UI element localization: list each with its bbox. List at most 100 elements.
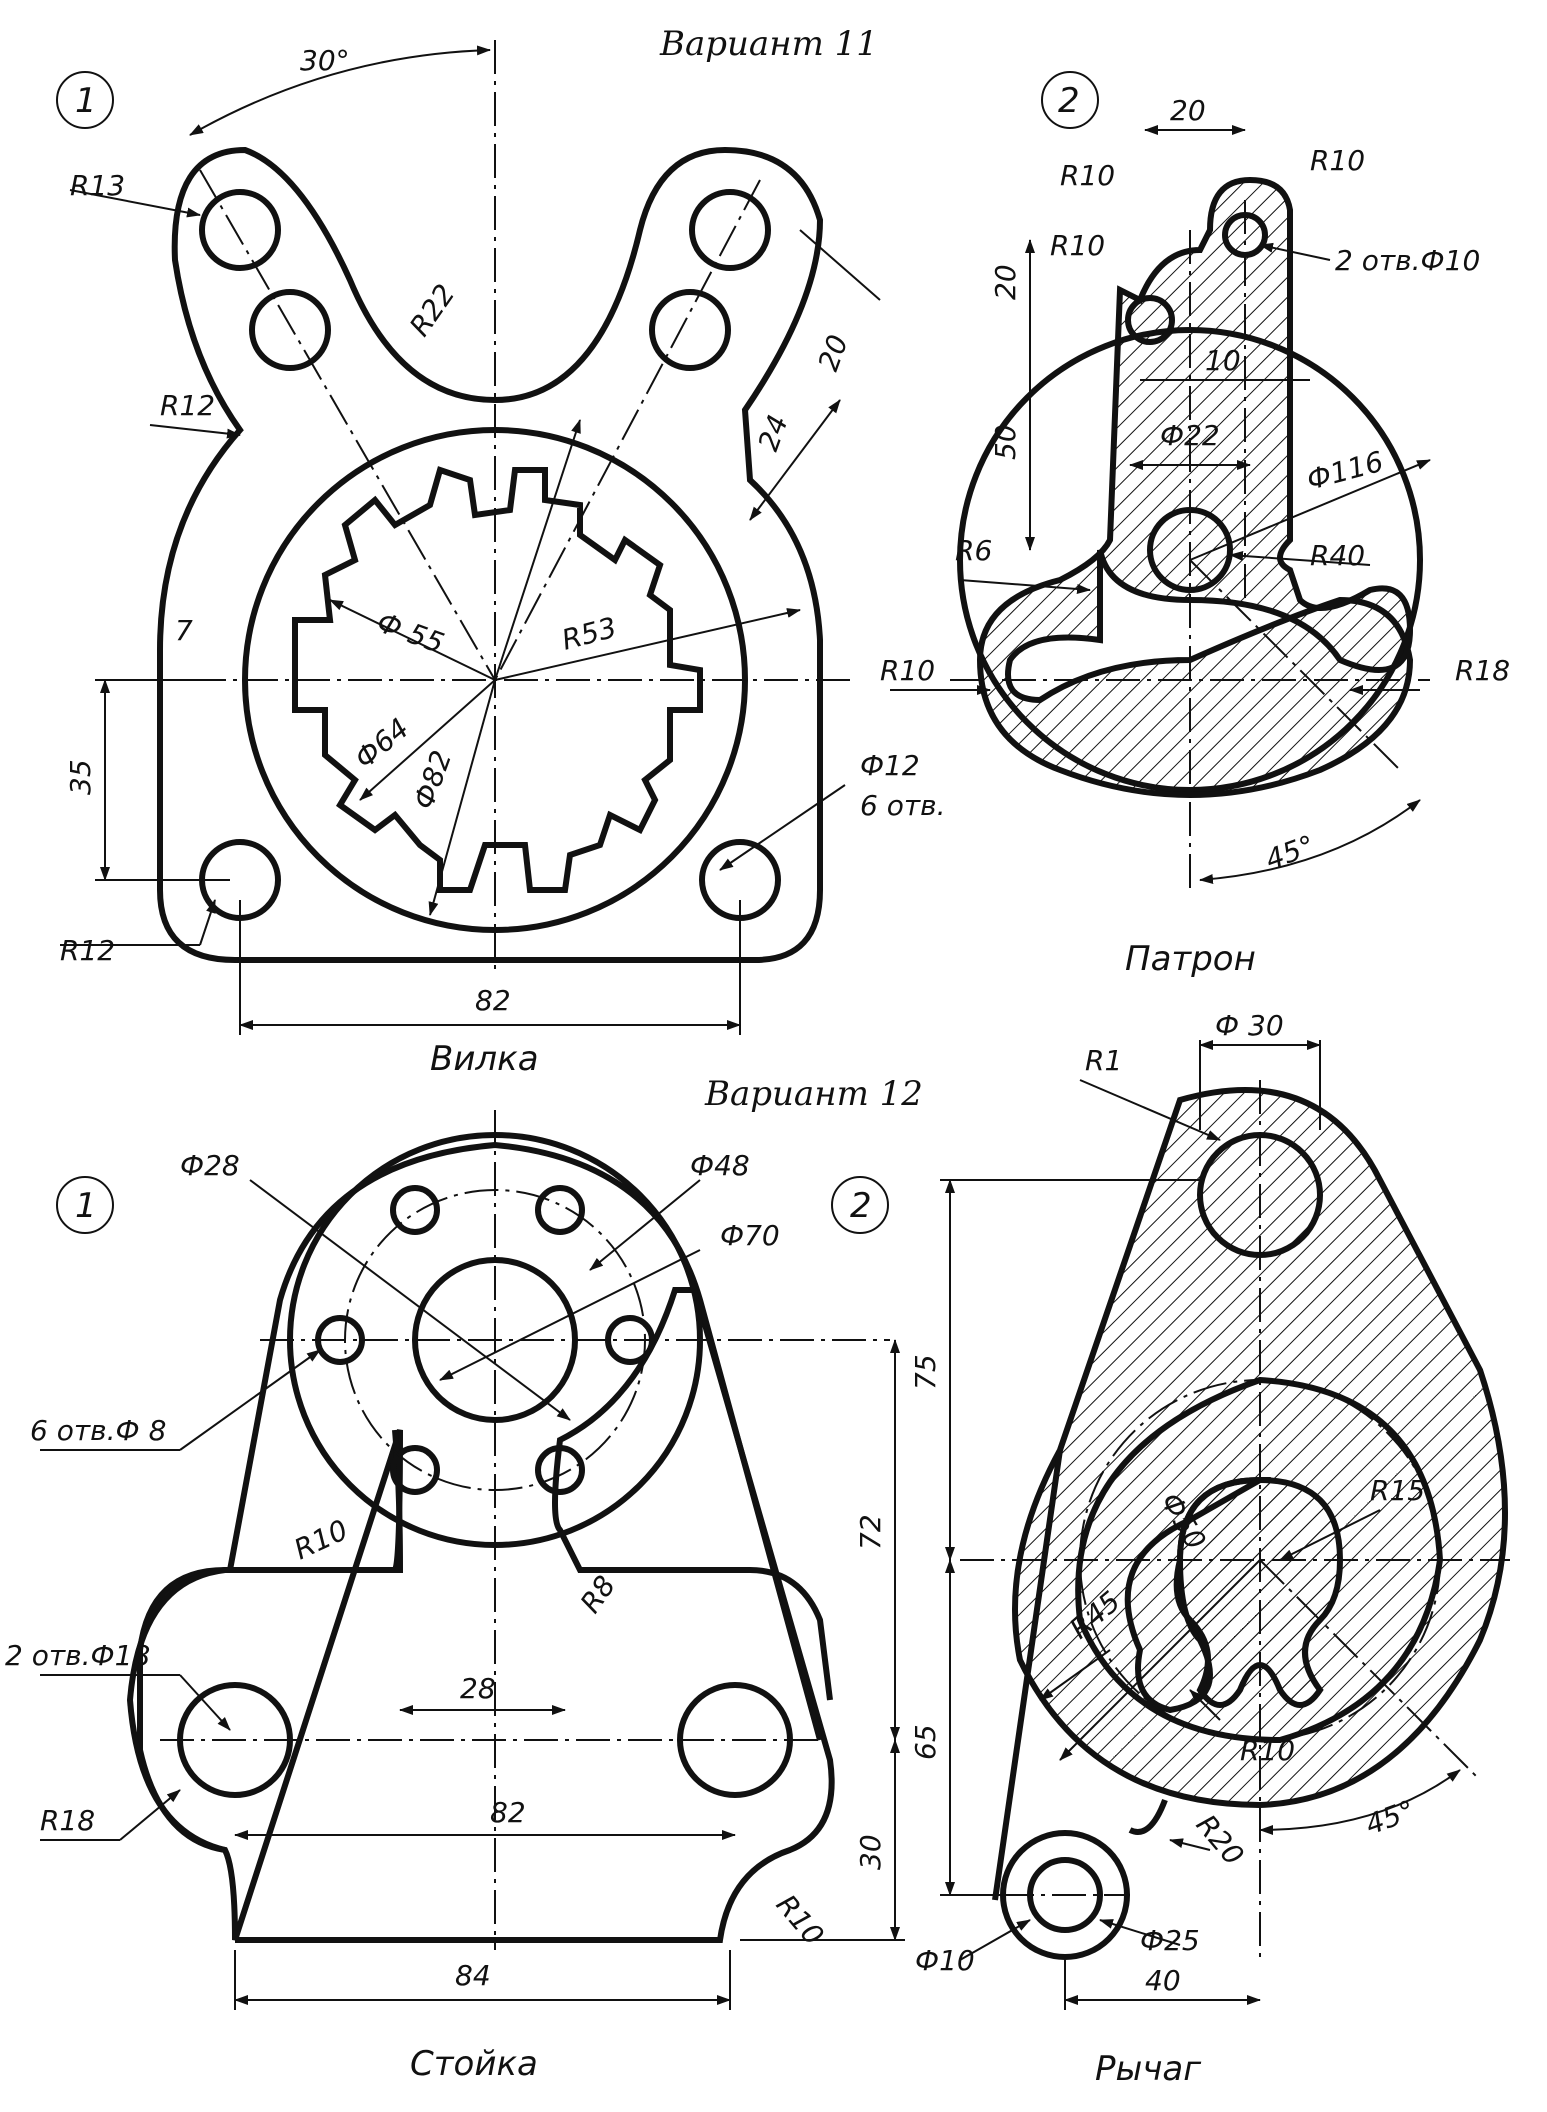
part-number: 2 xyxy=(850,1186,872,1226)
dim-leader xyxy=(1229,550,1371,566)
vilka-hole xyxy=(199,189,281,271)
dim-label: Ф 55 xyxy=(373,606,449,660)
dim-label: Ф25 xyxy=(1140,1924,1200,1957)
dim-leader xyxy=(719,784,846,871)
dim-leader xyxy=(1259,242,1331,261)
dim-label: 30° xyxy=(300,44,350,77)
dim-label: R10 xyxy=(1240,1734,1295,1767)
dim-label: R10 xyxy=(1060,159,1115,192)
part-vilka: 1 30 xyxy=(56,40,946,1079)
vilka-hole xyxy=(649,289,731,371)
dim-label: 72 xyxy=(854,1514,887,1550)
dim-leader xyxy=(249,1179,571,1421)
part-patron: 2 20 R10 R10 R10 2 отв.Ф10 20 10 Ф22 xyxy=(880,71,1510,979)
dim-label: R22 xyxy=(403,278,462,342)
dim-leader xyxy=(359,679,496,801)
variant-title: Вариант 11 xyxy=(659,24,878,64)
dim-leader xyxy=(589,1179,701,1271)
dim-label: 40 xyxy=(1145,1964,1181,1997)
dim-leader xyxy=(149,424,241,439)
angle-dim xyxy=(1199,799,1421,884)
part-number-circle xyxy=(56,1176,114,1234)
centerline xyxy=(199,169,496,681)
dim-label: Ф 30 xyxy=(1215,1009,1284,1042)
stoyka-edge xyxy=(126,1429,404,1853)
stoyka-hole xyxy=(535,1445,585,1495)
part-caption: Стойка xyxy=(410,2044,538,2084)
dim-label: R53 xyxy=(558,611,620,657)
dim-label: 2 отв.Ф10 xyxy=(1335,244,1480,277)
dim-label: 20 xyxy=(812,330,855,375)
dim-label: 50 xyxy=(989,424,1022,460)
dim-label: R12 xyxy=(60,934,115,967)
dim-leader xyxy=(1099,1919,1181,1946)
dim-leader xyxy=(199,899,216,946)
dim-leader xyxy=(428,679,496,916)
dim-leader xyxy=(959,1919,1031,1961)
part-rychag: 2 Ф 30 R1 75 Ф50 R15 R4 xyxy=(831,1009,1510,2089)
dim-leader xyxy=(1189,1689,1221,1721)
dim-label: R6 xyxy=(955,534,992,567)
dim-label: 75 xyxy=(909,1354,942,1390)
dim-label: Ф22 xyxy=(1160,419,1220,452)
dim-label: R1 xyxy=(1085,1044,1122,1077)
dim-label: Ф82 xyxy=(407,746,458,813)
part-number: 1 xyxy=(75,1186,97,1226)
dim-label: 65 xyxy=(909,1724,942,1760)
dim-label: R13 xyxy=(70,169,125,202)
part-caption: Рычаг xyxy=(1095,2049,1202,2089)
dim-label: Ф28 xyxy=(180,1149,240,1182)
dim-label: 35 xyxy=(64,759,97,795)
dim-label: R8 xyxy=(574,1570,622,1619)
part-stoyka: 1 Ф28 Ф48 Ф70 xyxy=(5,1110,905,2084)
ext-line xyxy=(799,229,881,301)
dim-label: Ф64 xyxy=(348,712,415,776)
dim-label: R18 xyxy=(40,1804,95,1837)
dim-label: R20 xyxy=(1190,1808,1251,1871)
dim-label: 6 отв. xyxy=(860,789,946,822)
part-caption: Вилка xyxy=(430,1039,539,1079)
dim-label: 24 xyxy=(752,410,795,455)
dim-label: R10 xyxy=(289,1513,353,1566)
dim-label: Ф116 xyxy=(1303,445,1386,497)
angle-dim xyxy=(1259,1769,1461,1835)
dim-label: 45° xyxy=(1361,1794,1419,1842)
dim-leader xyxy=(119,1789,181,1841)
dim-leader xyxy=(1059,1559,1261,1761)
dim-label: Ф70 xyxy=(720,1219,780,1252)
dim-label: 30 xyxy=(854,1834,887,1870)
dim-label: R15 xyxy=(1370,1474,1425,1507)
dim-label: R10 xyxy=(1050,229,1105,262)
angle-dim xyxy=(189,45,491,136)
dim-label: R12 xyxy=(160,389,215,422)
dim-leader xyxy=(494,419,581,681)
dim-label: Ф12 xyxy=(860,749,920,782)
dim-leader xyxy=(439,1249,701,1381)
dim-label: 84 xyxy=(455,1959,491,1992)
dim-label: 6 отв.Ф 8 xyxy=(30,1414,166,1447)
dim-label: 45° xyxy=(1261,829,1319,877)
dim-leader xyxy=(1079,1079,1221,1141)
rychag-arm xyxy=(992,1449,1168,1901)
patron-hole xyxy=(1125,295,1175,345)
dim-label: R10 xyxy=(1310,144,1365,177)
dim-label: 20 xyxy=(989,264,1022,300)
dim-label: 82 xyxy=(490,1796,526,1829)
dim-leader xyxy=(179,1674,231,1731)
dim-label: 20 xyxy=(1170,94,1206,127)
dim-label: 2 отв.Ф18 xyxy=(5,1639,150,1672)
dim-leader xyxy=(494,608,801,681)
vilka-spline xyxy=(292,466,703,893)
dim-leader xyxy=(329,599,496,681)
part-number: 1 xyxy=(75,81,97,121)
centerline xyxy=(494,179,761,681)
stoyka-hole xyxy=(390,1445,440,1495)
dim-line xyxy=(749,399,841,521)
dim-label: R18 xyxy=(1455,654,1510,687)
stoyka-hole xyxy=(535,1185,585,1235)
vilka-hole xyxy=(689,189,771,271)
dim-leader xyxy=(1189,459,1431,561)
dim-label: R10 xyxy=(770,1888,831,1951)
